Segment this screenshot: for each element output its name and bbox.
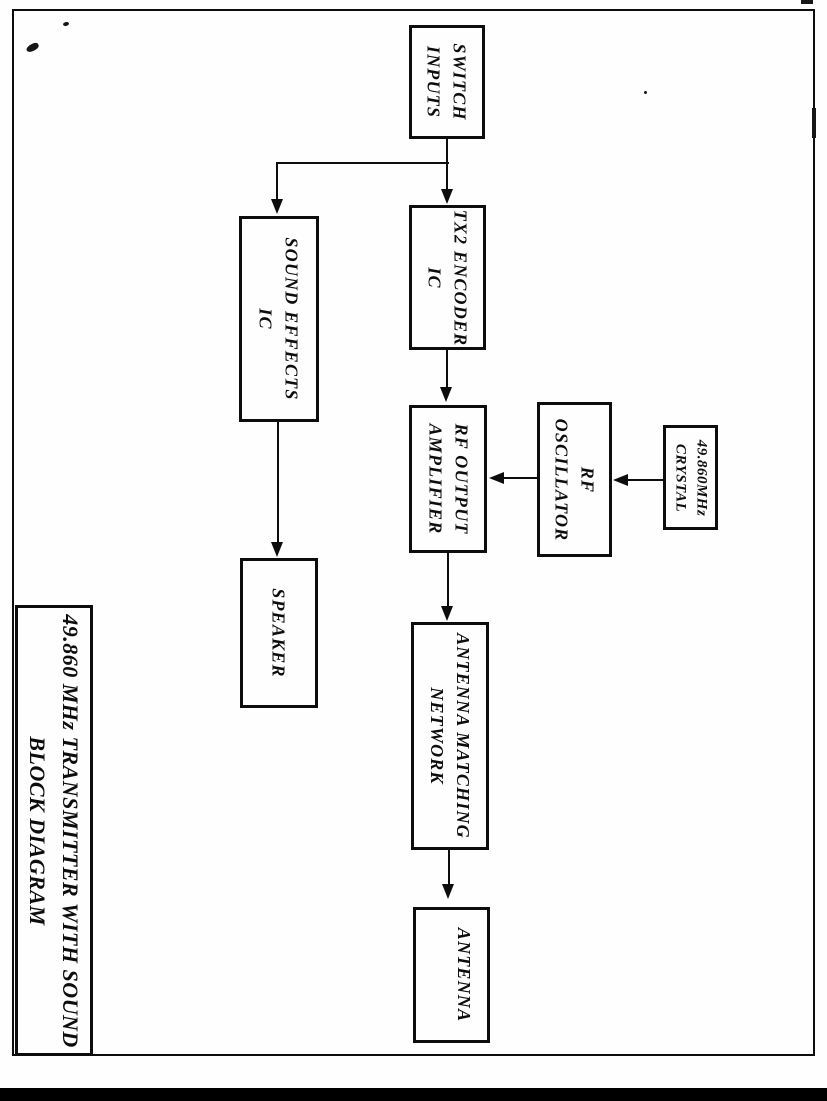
label-line: INPUTS [424,45,445,119]
label-line: IC [424,266,445,289]
diagram-title: 49.860 MHz TRANSMITTER WITH SOUND BLOCK … [21,614,87,1048]
label-line: ANTENNA [454,927,475,1023]
label-line: CRYSTAL [672,443,689,512]
block-sound-effects-ic: SOUND EFFECTS IC [239,216,319,422]
connector-switch-branch [276,162,449,164]
block-tx2-encoder-ic: TX2 ENCODER IC [409,205,486,350]
arrowhead-into-rfamp-side [489,472,504,484]
label-line: SPEAKER [269,588,289,678]
label-line: NETWORK [427,687,447,785]
arrowhead-into-rfamp [440,387,452,402]
arrowhead-into-speaker [271,542,283,557]
connector-antmatch-to-antenna [448,850,450,886]
block-rf-oscillator: RF OSCILLATOR [537,402,612,557]
block-antenna-matching-network-label: ANTENNA MATCHING NETWORK [424,633,476,839]
arrowhead-into-rfosc [613,474,628,486]
connector-switch-to-tx2 [446,138,448,190]
block-rf-oscillator-label: RF OSCILLATOR [549,418,601,541]
block-switch-inputs-label: SWITCH INPUTS [421,43,473,120]
connector-rfamp-to-antmatch [447,553,449,607]
arrowhead-into-soundfx [271,199,283,214]
label-line: ANTENNA MATCHING [453,633,473,839]
connector-switch-to-soundfx [276,163,278,201]
block-rf-output-amplifier: RF OUTPUT AMPLIFIER [409,405,487,553]
scan-noise-tick [801,0,813,4]
arrowhead-into-antmatch [441,606,453,621]
block-crystal-49860mhz-label: 49.860MHz CRYSTAL [670,439,712,516]
connector-crystal-to-rfosc [618,479,663,481]
scanner-edge-bar [0,1088,827,1101]
diagram-title-line1: 49.860 MHz TRANSMITTER WITH SOUND [58,613,83,1048]
label-line: IC [256,308,276,330]
block-crystal-49860mhz: 49.860MHz CRYSTAL [663,425,718,530]
label-line: RF [577,466,598,493]
diagram-title-line2: BLOCK DIAGRAM [25,735,50,926]
block-diagram-title-box: 49.860 MHz TRANSMITTER WITH SOUND BLOCK … [15,605,93,1056]
label-line: RF OUTPUT [451,423,472,535]
label-line: SOUND EFFECTS [282,237,302,401]
arrowhead-into-tx2 [441,189,453,204]
page-border [12,9,815,1056]
block-rf-output-amplifier-label: RF OUTPUT AMPLIFIER [422,424,474,535]
block-switch-inputs: SWITCH INPUTS [409,25,485,139]
arrowhead-into-antenna [442,884,454,899]
connector-soundfx-to-speaker [277,422,279,544]
connector-tx2-to-rfamp [446,350,448,388]
label-line: TX2 ENCODER [450,209,471,346]
label-line: 49.860MHz [693,439,710,516]
label-line: OSCILLATOR [551,418,572,541]
label-line: AMPLIFIER [425,423,446,535]
block-antenna: ANTENNA [413,907,490,1043]
block-sound-effects-ic-label: SOUND EFFECTS IC [253,237,305,400]
connector-rfosc-to-rfamp [502,477,537,479]
block-antenna-label: ANTENNA [452,928,478,1022]
label-line: SWITCH [450,43,471,121]
block-tx2-encoder-ic-label: TX2 ENCODER IC [422,209,474,346]
block-speaker: SPEAKER [240,558,318,708]
block-speaker-label: SPEAKER [266,588,292,677]
scan-noise-border-blob [812,108,816,138]
block-antenna-matching-network: ANTENNA MATCHING NETWORK [411,622,489,850]
scan-noise-speck [644,91,647,94]
